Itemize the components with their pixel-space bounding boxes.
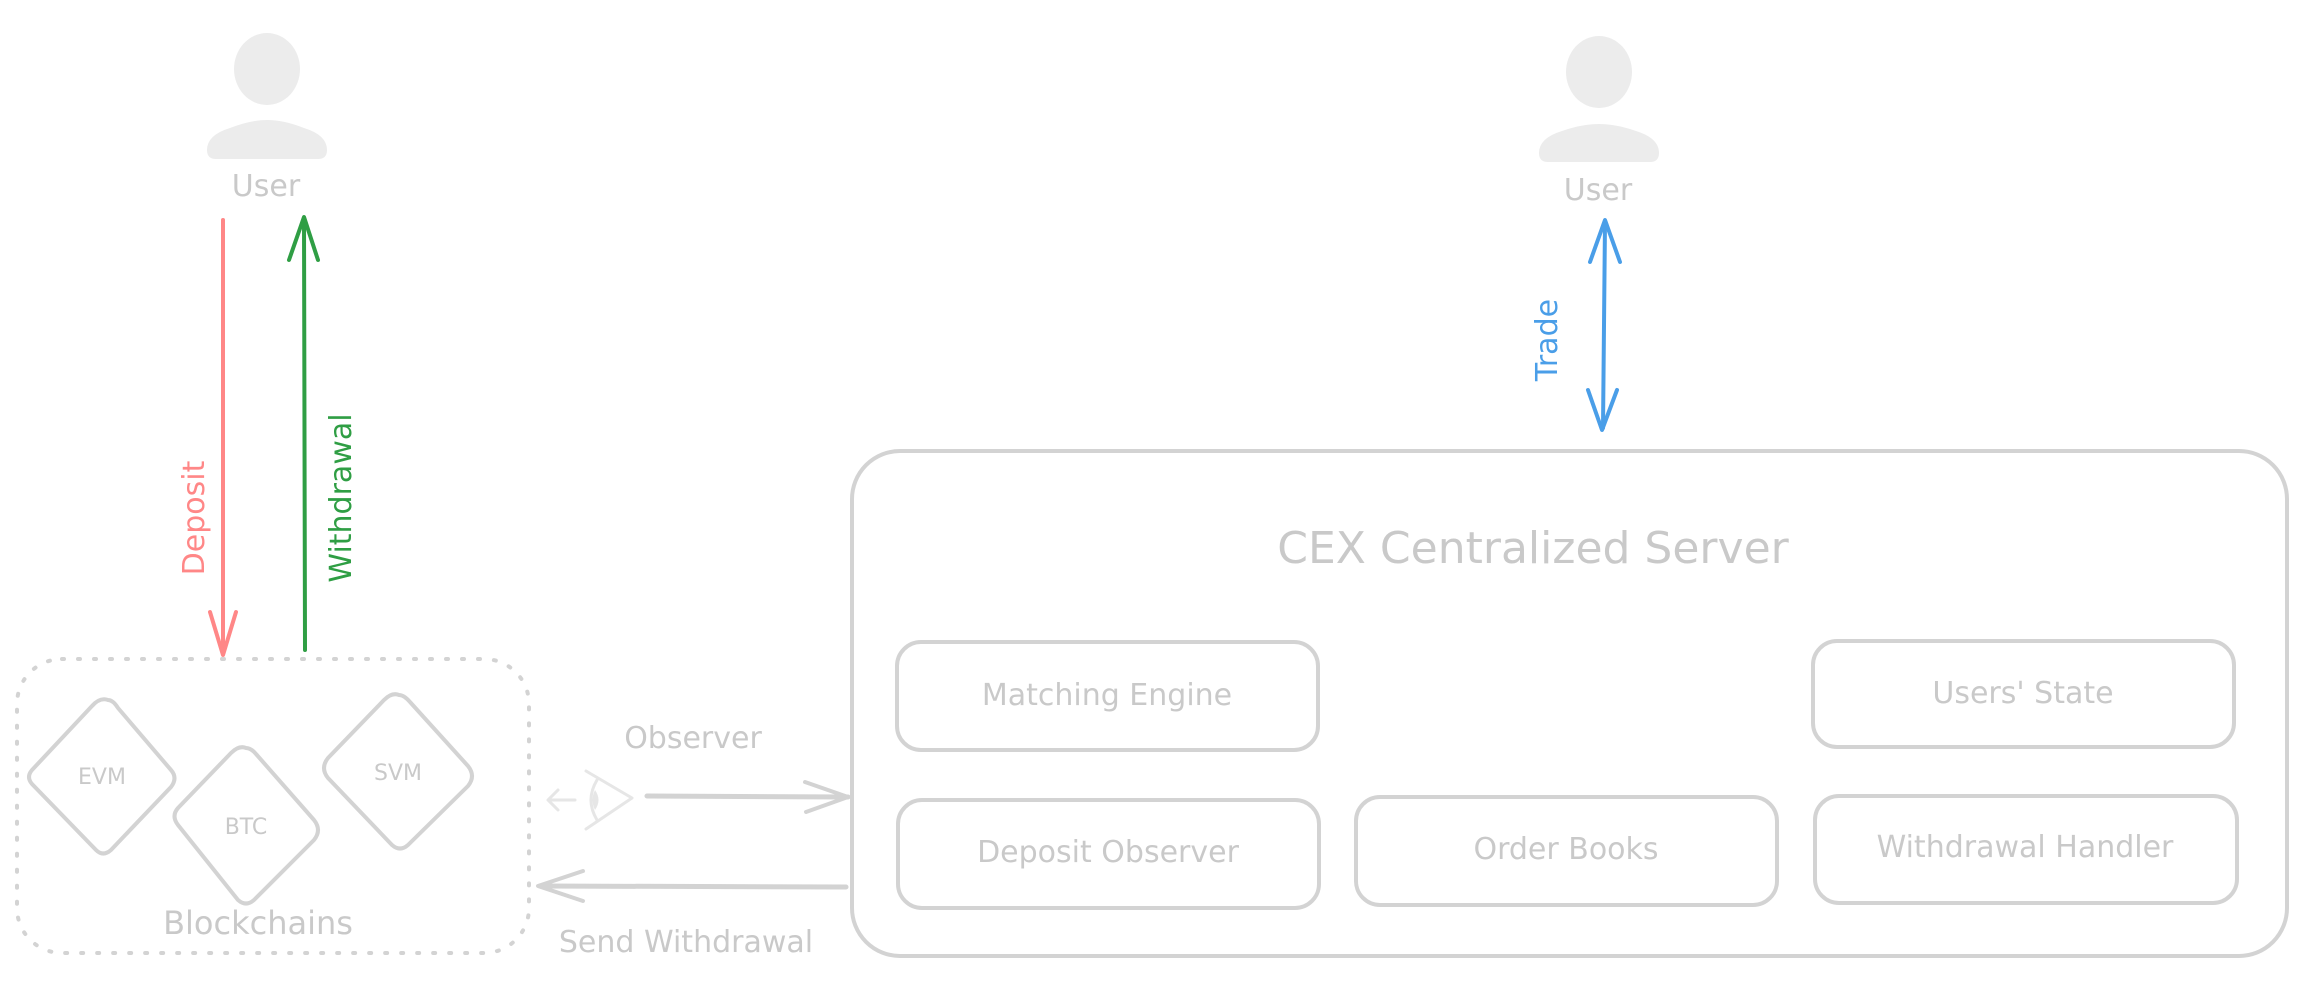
user-right-label: User <box>1564 173 1633 208</box>
component-order-books[interactable]: Order Books <box>1354 795 1779 907</box>
chain-svm[interactable]: SVM <box>322 692 474 851</box>
trade-arrow: Trade <box>1530 218 1622 432</box>
server-title: CEX Centralized Server <box>1277 523 1789 574</box>
user-right: User <box>1539 36 1659 208</box>
component-label: Withdrawal Handler <box>1877 830 2174 865</box>
user-left-label: User <box>232 169 301 204</box>
component-label: Users' State <box>1932 676 2113 711</box>
user-left: User <box>207 33 327 204</box>
chain-evm-label: EVM <box>78 765 126 790</box>
withdrawal-arrow: Withdrawal <box>287 215 359 652</box>
observer-edge: Observer <box>546 721 851 831</box>
send-withdrawal-edge: Send Withdrawal <box>536 869 849 960</box>
component-label: Matching Engine <box>982 678 1232 713</box>
eye-icon <box>546 769 634 831</box>
component-matching-engine[interactable]: Matching Engine <box>895 640 1320 752</box>
chain-btc-label: BTC <box>225 815 268 840</box>
user-icon <box>207 33 327 159</box>
component-label: Deposit Observer <box>977 835 1240 870</box>
deposit-label: Deposit <box>177 460 212 575</box>
trade-label: Trade <box>1530 299 1565 382</box>
component-label: Order Books <box>1473 832 1658 867</box>
component-deposit-observer[interactable]: Deposit Observer <box>896 798 1321 910</box>
chain-evm[interactable]: EVM <box>27 697 177 856</box>
cex-server: CEX Centralized Server Matching Engine U… <box>850 449 2289 958</box>
deposit-arrow: Deposit <box>177 218 238 657</box>
chain-svm-label: SVM <box>374 761 422 786</box>
blockchains-group: EVM BTC SVM Blockchains <box>15 657 531 955</box>
component-users-state[interactable]: Users' State <box>1811 639 2236 749</box>
send-withdrawal-label: Send Withdrawal <box>559 925 813 960</box>
withdrawal-label: Withdrawal <box>324 413 359 582</box>
chain-btc[interactable]: BTC <box>172 745 320 906</box>
component-withdrawal-handler[interactable]: Withdrawal Handler <box>1813 794 2239 905</box>
observer-label: Observer <box>624 721 762 756</box>
blockchains-label: Blockchains <box>163 904 353 942</box>
user-icon <box>1539 36 1659 162</box>
